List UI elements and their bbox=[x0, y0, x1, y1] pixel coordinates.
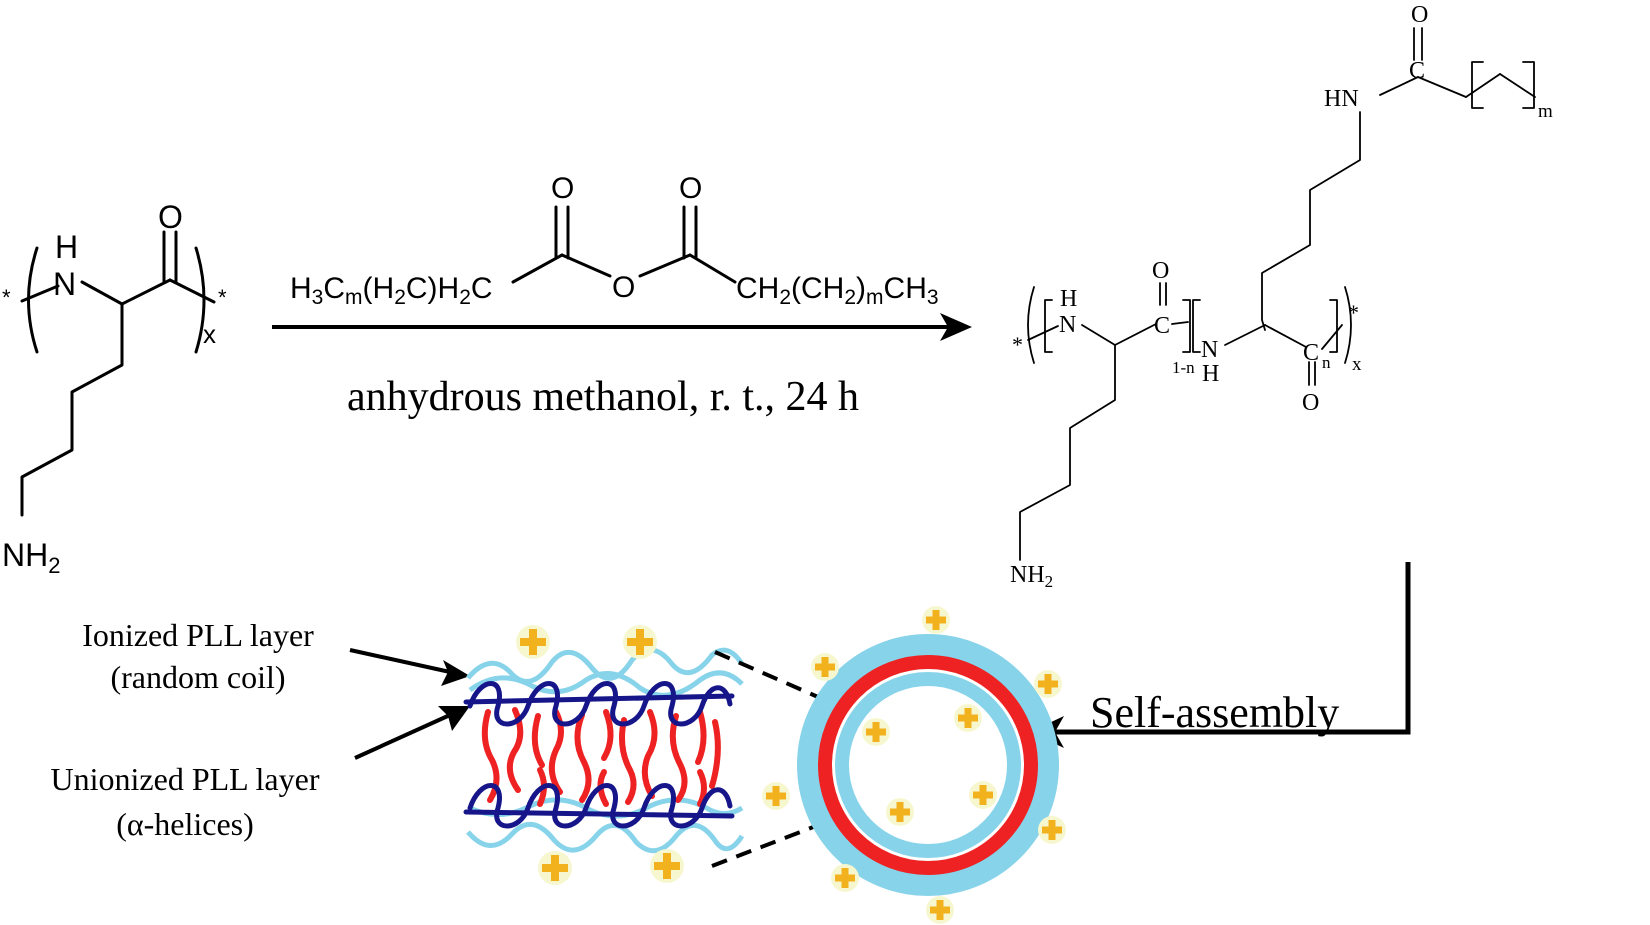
ionized-coil-top bbox=[466, 647, 745, 684]
alpha-helix-bottom bbox=[463, 783, 735, 829]
ionized-layer-label: Ionized PLL layer bbox=[82, 617, 314, 653]
anhydride-structure: O O O H3Cm(H2C)H2C CH2(CH2)mCH3 bbox=[290, 172, 939, 309]
product-star-right: * bbox=[1348, 300, 1359, 325]
reactant-star-right: * bbox=[218, 285, 227, 310]
reactant-structure: H N O * * x NH2 bbox=[2, 199, 227, 578]
product-star-left: * bbox=[1012, 332, 1023, 357]
plus-charge-icon bbox=[650, 849, 684, 883]
product-h-left: H bbox=[1060, 286, 1077, 312]
anhydride-o-bridge: O bbox=[612, 271, 635, 304]
product-c-left: C bbox=[1154, 313, 1170, 339]
product-o-right: O bbox=[1302, 390, 1319, 416]
unionized-pointer-arrow bbox=[354, 706, 470, 760]
product-top-c: C bbox=[1409, 58, 1425, 84]
bilayer-membrane bbox=[463, 625, 745, 885]
zoom-line-top bbox=[714, 650, 819, 699]
plus-charge-icon bbox=[1038, 816, 1066, 844]
product-amine: NH2 bbox=[1010, 562, 1053, 591]
reactant-subscript-x: x bbox=[203, 319, 216, 349]
product-c-right: C bbox=[1303, 340, 1319, 366]
reaction-conditions: anhydrous methanol, r. t., 24 h bbox=[347, 374, 859, 420]
plus-charge-icon bbox=[811, 653, 839, 681]
product-h-right: H bbox=[1202, 361, 1219, 387]
plus-charge-icon bbox=[886, 798, 914, 826]
ionized-layer-sublabel: (random coil) bbox=[110, 659, 285, 695]
reactant-n-atom: N bbox=[53, 266, 76, 302]
reaction-arrow bbox=[272, 313, 972, 341]
reactant-carbonyl-o: O bbox=[158, 199, 183, 235]
product-n-right: N bbox=[1201, 337, 1218, 363]
reactant-nh-h: H bbox=[55, 229, 78, 265]
plus-charge-icon bbox=[623, 625, 657, 659]
plus-charge-icon bbox=[922, 606, 950, 634]
product-sub-n: n bbox=[1322, 353, 1331, 372]
ionized-pointer-arrow bbox=[349, 648, 470, 686]
plus-charge-icon bbox=[1034, 670, 1062, 698]
anhydride-o-left: O bbox=[551, 172, 574, 205]
product-top-hn: HN bbox=[1324, 86, 1359, 112]
plus-charge-icon bbox=[538, 851, 572, 885]
product-sub-m: m bbox=[1538, 101, 1553, 122]
alpha-helix-top bbox=[463, 681, 735, 727]
vesicle-icon bbox=[797, 634, 1059, 896]
self-assembly-label: Self-assembly bbox=[1090, 688, 1339, 737]
plus-charge-icon bbox=[831, 864, 859, 892]
product-sub-x: x bbox=[1352, 354, 1362, 375]
unionized-layer-sublabel: (α-helices) bbox=[116, 806, 254, 842]
product-o-left: O bbox=[1152, 258, 1169, 284]
anhydride-left-chain: H3Cm(H2C)H2C bbox=[290, 272, 493, 309]
reactant-amine: NH2 bbox=[2, 537, 60, 578]
plus-charge-icon bbox=[969, 781, 997, 809]
anhydride-o-right: O bbox=[679, 172, 702, 205]
anhydride-right-chain: CH2(CH2)mCH3 bbox=[736, 272, 939, 309]
alkyl-chain-core bbox=[481, 707, 721, 807]
product-sub-1-n: 1-n bbox=[1172, 358, 1195, 377]
product-top-o: O bbox=[1411, 2, 1428, 28]
vesicle-charges bbox=[762, 606, 1066, 924]
plus-charge-icon bbox=[762, 782, 790, 810]
plus-charge-icon bbox=[954, 704, 982, 732]
product-structure: O C HN m * * H N C O 1-n N H C O bbox=[1010, 2, 1553, 591]
plus-charge-icon bbox=[516, 625, 550, 659]
product-n-left: N bbox=[1059, 312, 1076, 338]
unionized-layer-label: Unionized PLL layer bbox=[51, 761, 320, 797]
reactant-star-left: * bbox=[2, 285, 11, 310]
plus-charge-icon bbox=[926, 896, 954, 924]
plus-charge-icon bbox=[862, 718, 890, 746]
